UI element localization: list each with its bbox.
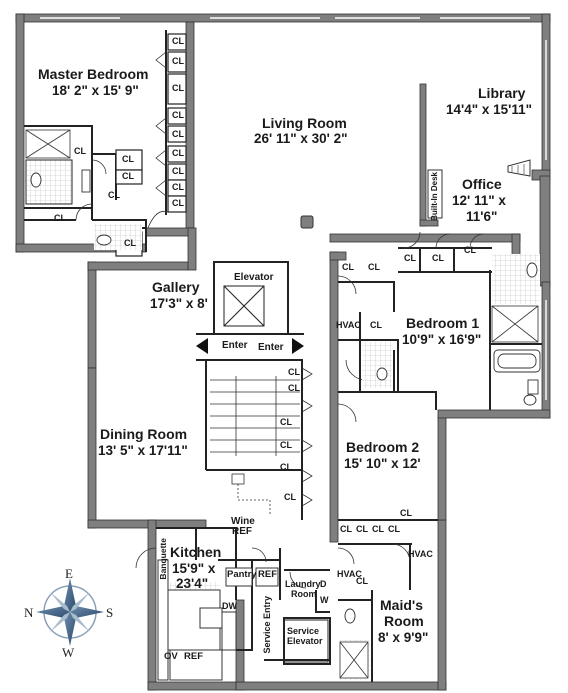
kitchen-dims-2: 23'4"	[176, 576, 209, 591]
built-in-desk	[427, 169, 443, 219]
closet-label: CL	[432, 253, 444, 263]
closet-label: CL	[388, 524, 400, 534]
stairs	[210, 376, 300, 515]
closet-label: CL	[172, 110, 184, 120]
closet-label: CL	[172, 56, 184, 66]
wine-label: Wine	[231, 516, 255, 527]
closet-label: CL	[356, 576, 368, 586]
gallery-name: Gallery	[152, 279, 200, 295]
dining-room-dims: 13' 5" x 17'11"	[98, 443, 188, 458]
closet-label: CL	[340, 524, 352, 534]
closet-label: CL	[370, 320, 382, 330]
library-name: Library	[478, 85, 526, 101]
closet-label: CL	[464, 245, 476, 255]
closet-label: CL	[172, 166, 184, 176]
fireplace	[507, 159, 531, 177]
closet-label: CL	[172, 148, 184, 158]
entry-arrows	[196, 338, 304, 354]
dining-room-name: Dining Room	[100, 426, 188, 442]
enter-right-label: Enter	[258, 342, 284, 353]
fixtures	[30, 169, 541, 624]
compass-west: W	[62, 645, 75, 660]
office-dims-1: 12' 11" x	[452, 193, 506, 208]
closet-label: CL	[404, 253, 416, 263]
closet-label: CL	[280, 462, 292, 472]
maids-room-name-2: Room	[384, 613, 424, 629]
closet-label: CL	[54, 213, 66, 223]
closet-label: CL	[172, 129, 184, 139]
washer-label: W	[320, 595, 329, 605]
compass-south: S	[106, 605, 114, 620]
hvac-label: HVAC	[336, 320, 361, 330]
maids-room-dims: 8' x 9'9"	[378, 630, 429, 645]
pantry-label: Pantry	[227, 569, 257, 580]
ref-label: REF	[258, 569, 277, 580]
closet-label: CL	[368, 262, 380, 272]
interior-walls	[24, 30, 542, 682]
dryer-label: D	[320, 579, 327, 589]
gallery-dims: 17'3" x 8'	[150, 296, 208, 311]
kitchen-dims-1: 15'9" x	[172, 561, 216, 576]
oven-label: OV	[164, 651, 178, 662]
closet-label: CL	[342, 262, 354, 272]
closet-label: CL	[172, 182, 184, 192]
compass-north: N	[24, 605, 34, 620]
kitchen-ref-label: REF	[184, 651, 203, 662]
banquette-label: Banquette	[158, 538, 168, 580]
closet-label: CL	[372, 524, 384, 534]
closet-label: CL	[172, 198, 184, 208]
closet-boxes	[115, 33, 187, 257]
dishwasher-label: DW	[222, 601, 237, 611]
office-name: Office	[462, 176, 502, 192]
closet-label: CL	[400, 508, 412, 518]
windows	[40, 17, 547, 400]
hvac-label: HVAC	[408, 549, 433, 559]
compass-rose	[36, 578, 104, 646]
laundry-label: Laundry	[285, 579, 321, 589]
kitchen-name: Kitchen	[170, 544, 222, 560]
hvac-label: HVAC	[337, 569, 362, 579]
closet-label: CL	[284, 492, 296, 502]
bedroom1-dims: 10'9" x 16'9"	[402, 332, 482, 347]
enter-left-label: Enter	[222, 340, 248, 351]
wine-ref-label: REF	[232, 526, 252, 537]
closet-label: CL	[288, 383, 300, 393]
compass-east: E	[65, 566, 73, 581]
closet-label: CL	[122, 154, 134, 164]
door-swings	[75, 51, 485, 589]
closet-label: CL	[74, 146, 86, 156]
office-dims-2: 11'6"	[466, 209, 498, 224]
maids-room-name: Maid's	[380, 597, 424, 613]
closet-label: CL	[108, 190, 120, 200]
living-room-name: Living Room	[262, 115, 347, 131]
master-bedroom-name: Master Bedroom	[38, 66, 149, 82]
closet-label: CL	[280, 417, 292, 427]
service-entry-label: Service Entry	[262, 596, 272, 654]
showers	[25, 129, 539, 679]
bedroom2-name: Bedroom 2	[346, 439, 420, 455]
closet-label: CL	[172, 36, 184, 46]
service-elevator-label-2: Elevator	[287, 636, 323, 646]
built-in-desk-label: Built-In Desk	[430, 172, 439, 221]
closet-label: CL	[356, 524, 368, 534]
closet-label: CL	[172, 83, 184, 93]
library-dims: 14'4" x 15'11"	[446, 102, 533, 117]
closet-label: CL	[280, 440, 292, 450]
service-elevator-label-1: Service	[287, 626, 320, 636]
bedroom2-dims: 15' 10" x 12'	[344, 456, 421, 471]
laundry-room-label: Room	[291, 589, 317, 599]
elevator-shaft	[223, 285, 329, 663]
bedroom1-name: Bedroom 1	[406, 315, 480, 331]
living-room-dims: 26' 11" x 30' 2"	[254, 131, 348, 146]
kitchen-counters	[157, 559, 279, 681]
column	[300, 215, 314, 229]
closet-label: CL	[122, 171, 134, 181]
closet-label: CL	[124, 238, 136, 248]
closet-label: CL	[288, 367, 300, 377]
elevator-label: Elevator	[234, 272, 274, 283]
exterior-walls	[15, 13, 551, 691]
master-bedroom-dims: 18' 2" x 15' 9"	[52, 83, 139, 98]
